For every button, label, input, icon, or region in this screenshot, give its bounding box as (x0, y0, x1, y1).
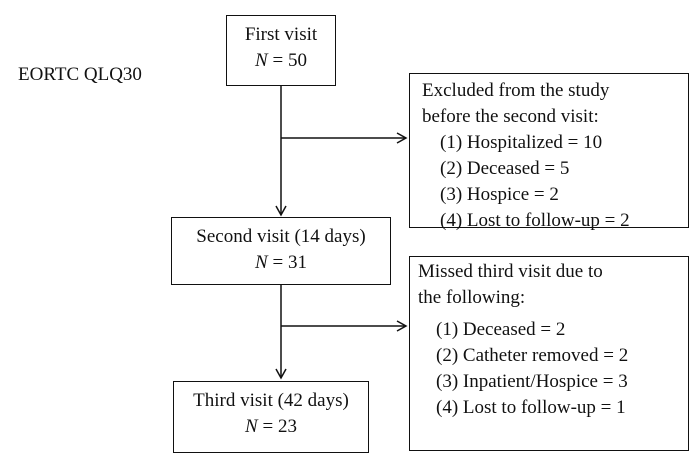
excluded-list: (1) Hospitalized = 10 (2) Deceased = 5 (… (422, 130, 688, 234)
missed-heading-1: Missed third visit due to (418, 261, 603, 282)
first-visit-n-symbol: N (255, 50, 268, 71)
third-visit-n-value: = 23 (257, 416, 297, 437)
first-visit-title: First visit (244, 24, 318, 45)
second-visit-box: Second visit (14 days) N = 31 (171, 217, 391, 285)
questionnaire-label: EORTC QLQ30 (18, 64, 142, 85)
third-visit-n: N = 23 (174, 414, 368, 440)
missed-list: (1) Deceased = 2 (2) Catheter removed = … (418, 317, 688, 421)
third-visit-n-symbol: N (245, 416, 258, 437)
first-visit-n-value: = 50 (267, 50, 307, 71)
third-visit-box: Third visit (42 days) N = 23 (173, 381, 369, 453)
first-visit-n: N = 50 (227, 48, 335, 74)
list-item: (3) Hospice = 2 (440, 184, 559, 205)
list-item: (3) Inpatient/Hospice = 3 (436, 371, 628, 392)
second-visit-n-symbol: N (255, 252, 268, 273)
list-item: (4) Lost to follow-up = 2 (440, 210, 630, 231)
list-item: (1) Deceased = 2 (436, 319, 566, 340)
second-visit-n-value: = 31 (267, 252, 307, 273)
list-item: (2) Catheter removed = 2 (436, 345, 629, 366)
excluded-heading-2: before the second visit: (422, 106, 599, 127)
list-item: (1) Hospitalized = 10 (440, 132, 603, 153)
missed-heading-2: the following: (418, 287, 526, 308)
list-item: (4) Lost to follow-up = 1 (436, 397, 626, 418)
excluded-box: Excluded from the study before the secon… (409, 73, 689, 231)
excluded-heading-1: Excluded from the study (422, 80, 610, 101)
second-visit-n: N = 31 (172, 250, 390, 276)
missed-box: Missed third visit due to the following:… (409, 256, 689, 451)
third-visit-title: Third visit (42 days) (193, 390, 349, 411)
first-visit-box: First visit N = 50 (226, 15, 336, 86)
list-item: (2) Deceased = 5 (440, 158, 570, 179)
second-visit-title: Second visit (14 days) (196, 226, 366, 247)
